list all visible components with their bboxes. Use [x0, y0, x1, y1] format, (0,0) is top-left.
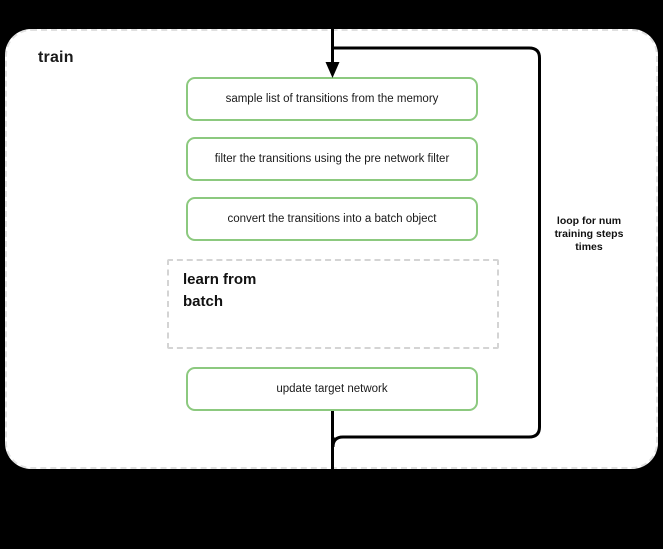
step-label-filter: filter the transitions using the pre net…	[214, 153, 450, 165]
step-box-filter[interactable]: filter the transitions using the pre net…	[186, 137, 478, 181]
step-box-update[interactable]: update target network	[186, 367, 478, 411]
learn-from-batch-label: learn from batch	[183, 271, 257, 310]
learn-from-batch-container[interactable]: learn from batch	[167, 259, 499, 349]
loop-caption: loop for num training steps times	[554, 215, 624, 253]
step-label-sample: sample list of transitions from the memo…	[225, 93, 439, 105]
step-box-convert[interactable]: convert the transitions into a batch obj…	[186, 197, 478, 241]
step-box-sample[interactable]: sample list of transitions from the memo…	[186, 77, 478, 121]
step-label-update: update target network	[276, 383, 388, 395]
train-title: train	[38, 49, 74, 66]
step-label-convert: convert the transitions into a batch obj…	[227, 213, 437, 225]
